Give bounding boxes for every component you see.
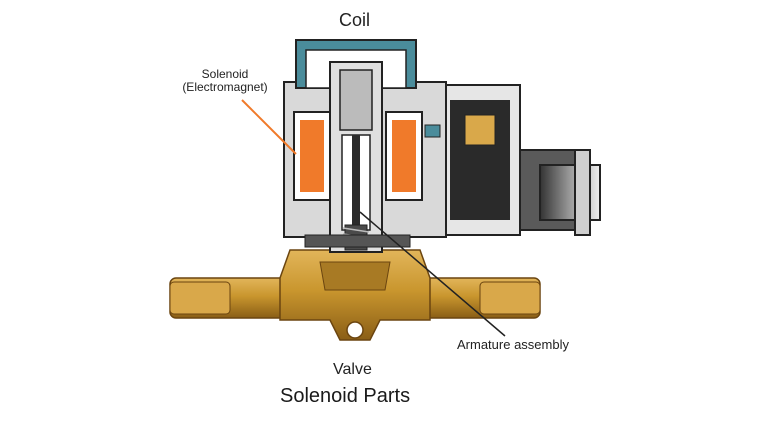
valve-body (169, 249, 541, 341)
armature-leader-line (359, 211, 506, 337)
electrical-connector (439, 84, 601, 236)
coil-label: Coil (339, 10, 371, 30)
solenoid-label: Solenoid (Electromagnet) (170, 68, 280, 94)
solenoid-label-line1: Solenoid (201, 67, 249, 81)
electromagnet-left (300, 120, 324, 192)
valve-label: Valve (333, 361, 372, 378)
diagram-title: Solenoid Parts (280, 385, 411, 407)
armature-label: Armature assembly (457, 337, 569, 352)
armature-assembly (304, 61, 411, 253)
electromagnet-right (392, 120, 416, 192)
solenoid-leader-line (241, 99, 297, 155)
mounting-hole (346, 321, 364, 339)
solenoid-label-line2: (Electromagnet) (182, 80, 268, 94)
